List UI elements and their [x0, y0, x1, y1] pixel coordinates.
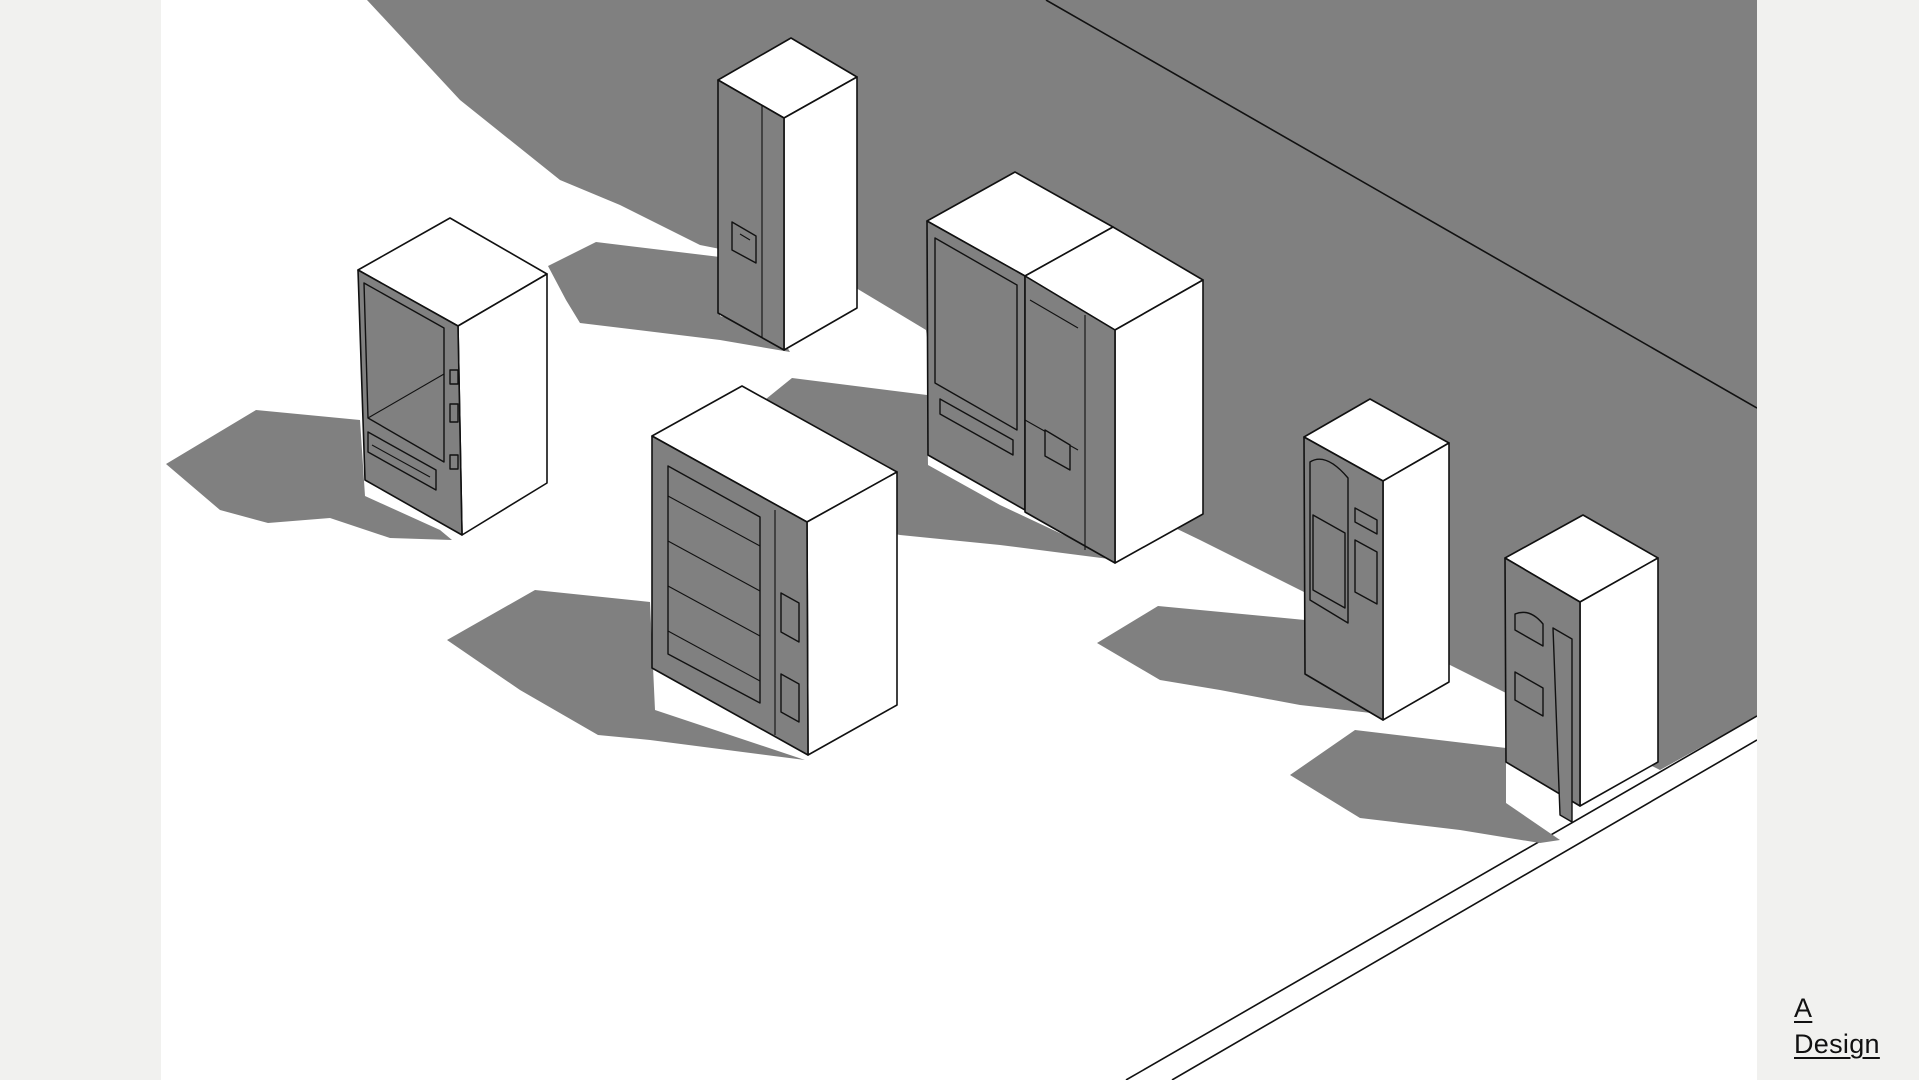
tall-narrow-machine — [717, 37, 858, 351]
curb-line-inner — [1125, 715, 1757, 1080]
right-margin-panel — [1757, 0, 1919, 1080]
shadow-slim-kiosk — [1290, 730, 1560, 843]
left-margin-panel — [0, 0, 161, 1080]
logo-line-1: A — [1794, 993, 1813, 1023]
shadow-shelf-machine — [447, 590, 805, 760]
isometric-drawing — [166, 0, 1757, 1080]
wall-edge-line — [1045, 0, 1757, 409]
shadow-tall-narrow-machine — [548, 242, 790, 352]
slim-kiosk-machine — [1504, 514, 1659, 823]
double-machine — [926, 171, 1204, 564]
logo-line-2: Design — [1794, 1029, 1880, 1059]
shadow-arched-machine — [1097, 606, 1389, 715]
arched-window-machine — [1303, 398, 1450, 721]
snack-machine-left — [357, 217, 548, 536]
brand-logo: A Design — [1794, 990, 1880, 1062]
curb-line-outer — [1171, 739, 1757, 1080]
illustration-canvas — [161, 0, 1757, 1080]
shadow-snack-machine-left — [166, 410, 452, 540]
shelf-machine-center — [651, 385, 898, 756]
